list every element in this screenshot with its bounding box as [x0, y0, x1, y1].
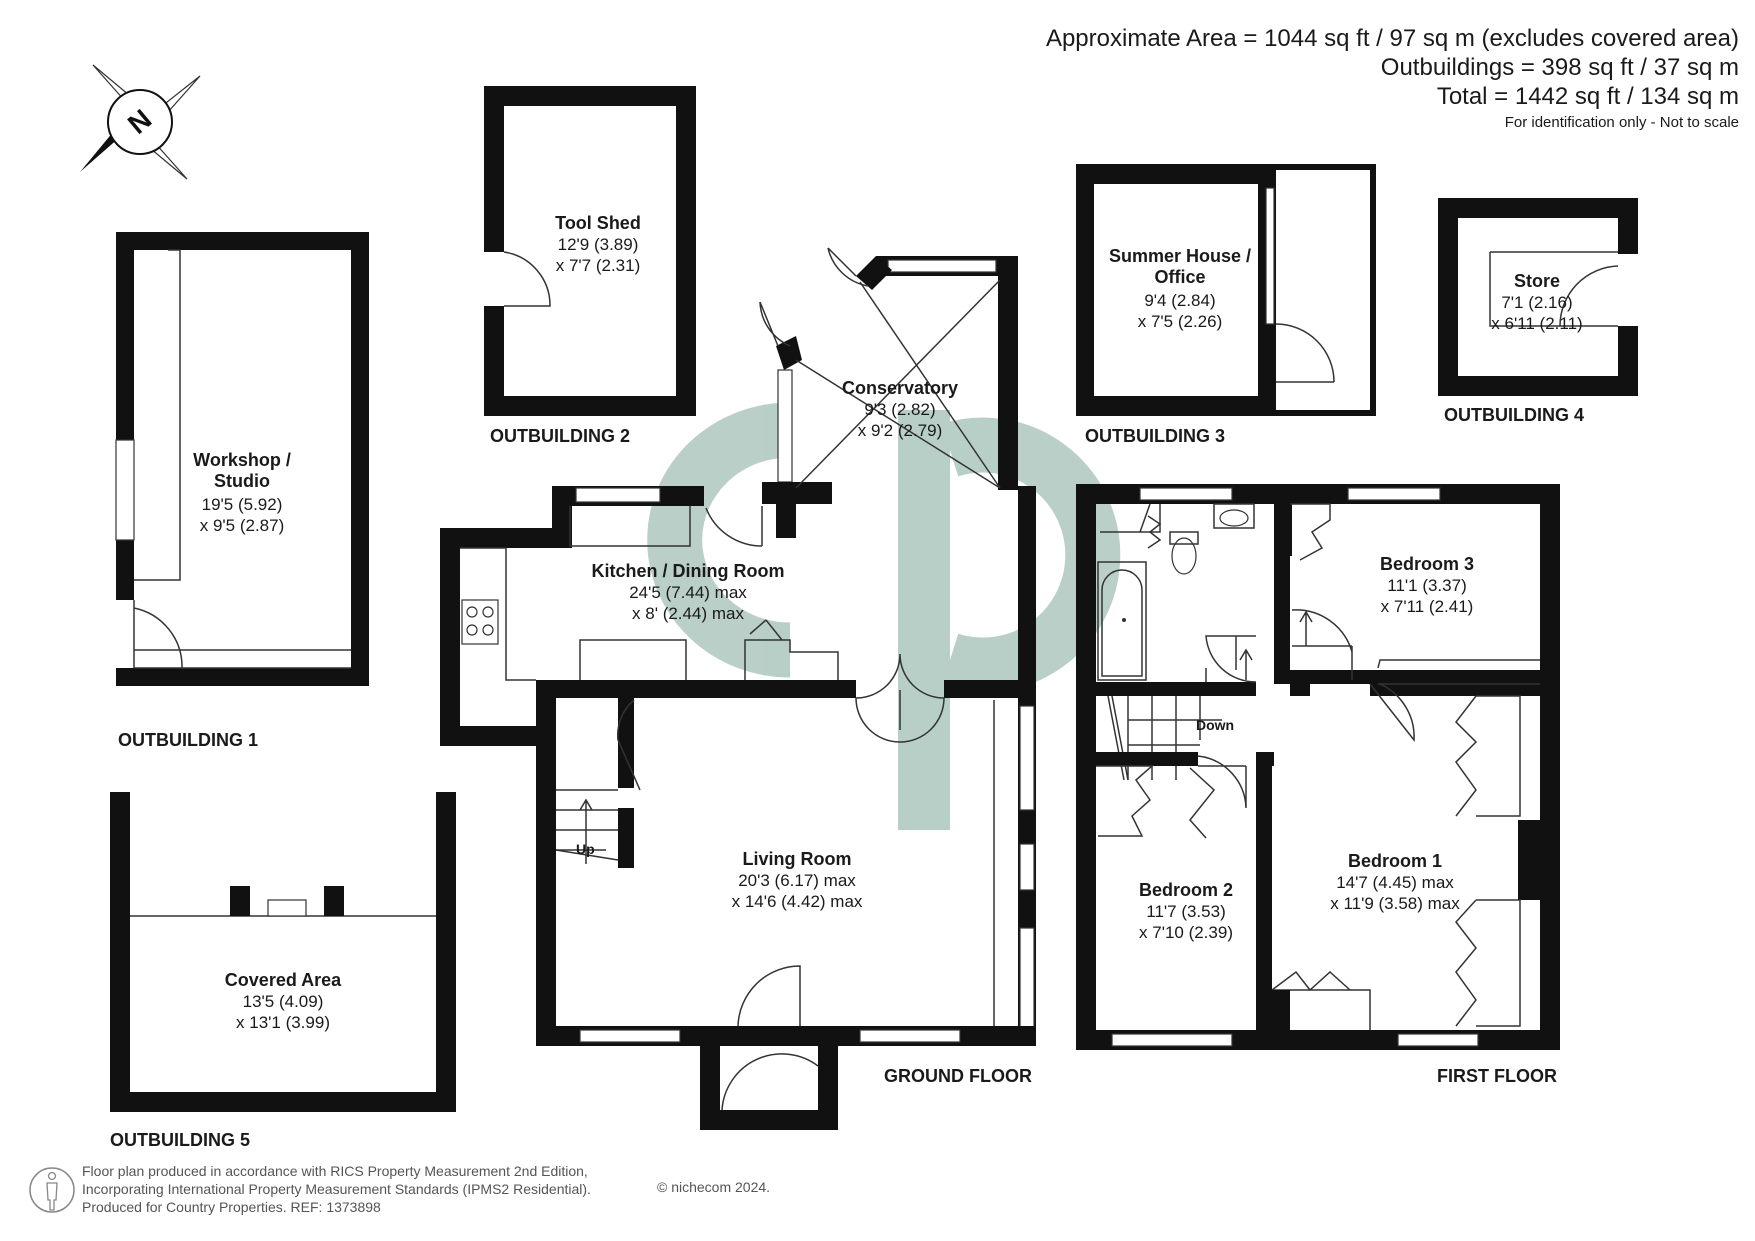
- workshop-name-2: Studio: [214, 471, 270, 491]
- store-dim-2: x 6'11 (2.11): [1491, 314, 1582, 333]
- outbuilding-3-label: OUTBUILDING 3: [1085, 426, 1225, 446]
- tool-shed-name: Tool Shed: [555, 213, 641, 233]
- kitchen-name: Kitchen / Dining Room: [592, 561, 785, 581]
- tool-shed-dim-1: 12'9 (3.89): [558, 235, 639, 254]
- conservatory-dim-1: 9'3 (2.82): [864, 400, 935, 419]
- outbuilding-1: [115, 232, 369, 686]
- ground-floor: [440, 247, 1036, 1130]
- store-dim-1: 7'1 (2.16): [1501, 293, 1572, 312]
- footer-line-3: Produced for Country Properties. REF: 13…: [82, 1199, 381, 1215]
- identification-note: For identification only - Not to scale: [1504, 114, 1739, 131]
- living-room-dim-1: 20'3 (6.17) max: [738, 871, 856, 890]
- summer-house-dim-1: 9'4 (2.84): [1144, 291, 1215, 310]
- workshop-dim-1: 19'5 (5.92): [202, 495, 283, 514]
- stairs-down-label: Down: [1196, 717, 1234, 733]
- outbuildings-area-text: Outbuildings = 398 sq ft / 37 sq m: [1380, 54, 1739, 81]
- outbuilding-1-label: OUTBUILDING 1: [118, 730, 258, 750]
- outbuilding-5: [110, 792, 456, 1112]
- bedroom-3-name: Bedroom 3: [1380, 554, 1474, 574]
- living-room-name: Living Room: [743, 849, 852, 869]
- outbuilding-4: [1438, 198, 1638, 396]
- area-summary: Approximate Area = 1044 sq ft / 97 sq m …: [1046, 24, 1739, 135]
- footer-text: Floor plan produced in accordance with R…: [82, 1162, 591, 1216]
- bedroom-2-name: Bedroom 2: [1139, 880, 1233, 900]
- bedroom-3-dim-1: 11'1 (3.37): [1387, 576, 1466, 595]
- living-room-dim-2: x 14'6 (4.42) max: [732, 892, 863, 911]
- footer-line-2: Incorporating International Property Mea…: [82, 1181, 591, 1197]
- summer-house-name-2: Office: [1154, 267, 1205, 287]
- outbuilding-4-label: OUTBUILDING 4: [1444, 405, 1584, 425]
- total-area-text: Total = 1442 sq ft / 134 sq m: [1436, 83, 1739, 110]
- covered-area-dim-2: x 13'1 (3.99): [236, 1013, 330, 1032]
- summer-house-name-1: Summer House /: [1109, 246, 1251, 266]
- workshop-name-1: Workshop /: [193, 450, 291, 470]
- bedroom-3-dim-2: x 7'11 (2.41): [1381, 597, 1474, 616]
- outbuilding-2-label: OUTBUILDING 2: [490, 426, 630, 446]
- outbuilding-2: [484, 86, 696, 416]
- bedroom-2-dim-1: 11'7 (3.53): [1146, 902, 1225, 921]
- store-name: Store: [1514, 271, 1560, 291]
- ground-floor-label: GROUND FLOOR: [884, 1066, 1032, 1086]
- person-icon: [29, 1167, 75, 1213]
- bedroom-1-name: Bedroom 1: [1348, 851, 1442, 871]
- stairs-up-label: Up: [576, 841, 595, 857]
- conservatory-name: Conservatory: [842, 378, 958, 398]
- footer-line-1: Floor plan produced in accordance with R…: [82, 1163, 588, 1179]
- kitchen-dim-1: 24'5 (7.44) max: [629, 583, 747, 602]
- conservatory-dim-2: x 9'2 (2.79): [858, 421, 943, 440]
- first-floor: [1076, 484, 1560, 1050]
- outbuilding-5-label: OUTBUILDING 5: [110, 1130, 250, 1150]
- outbuilding-3: [1076, 164, 1376, 416]
- compass-icon: N: [80, 64, 201, 180]
- covered-area-name: Covered Area: [225, 970, 342, 990]
- copyright-text: © nichecom 2024.: [657, 1179, 771, 1195]
- bedroom-2-dim-2: x 7'10 (2.39): [1139, 923, 1233, 942]
- covered-area-dim-1: 13'5 (4.09): [243, 992, 324, 1011]
- bedroom-1-dim-2: x 11'9 (3.58) max: [1330, 894, 1460, 913]
- approx-area-text: Approximate Area = 1044 sq ft / 97 sq m …: [1045, 25, 1739, 52]
- workshop-dim-2: x 9'5 (2.87): [200, 516, 285, 535]
- first-floor-label: FIRST FLOOR: [1437, 1066, 1557, 1086]
- summer-house-dim-2: x 7'5 (2.26): [1138, 312, 1223, 331]
- bedroom-1-dim-1: 14'7 (4.45) max: [1336, 873, 1454, 892]
- kitchen-dim-2: x 8' (2.44) max: [632, 604, 744, 623]
- tool-shed-dim-2: x 7'7 (2.31): [556, 256, 641, 275]
